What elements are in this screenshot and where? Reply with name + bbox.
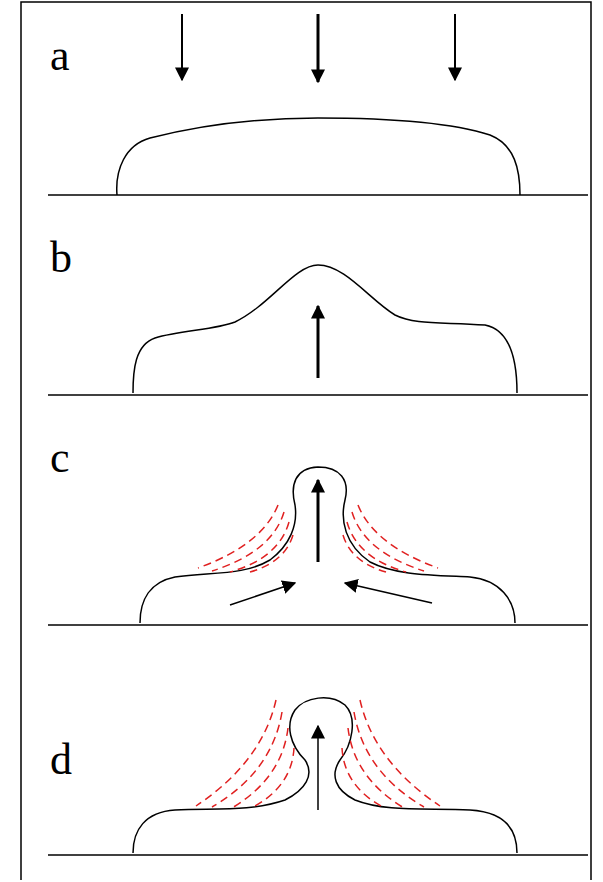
ground-line [48, 394, 588, 396]
diapir-outline [133, 698, 517, 853]
rise-arrow [317, 726, 319, 810]
frame [21, 2, 591, 880]
flow-line [198, 505, 278, 568]
dome-neck-outline [140, 467, 515, 623]
flow-line [343, 535, 386, 572]
flow-line [255, 748, 294, 806]
dome-outline [117, 118, 520, 195]
inflow-arrow [345, 583, 432, 603]
flow-line [347, 522, 406, 572]
ground-line [48, 624, 588, 626]
load-arrow [317, 14, 320, 82]
flow-line [352, 512, 424, 571]
rise-arrow [317, 306, 320, 378]
panel-label: a [50, 34, 70, 78]
panel-label: d [50, 738, 72, 782]
flow-line [212, 512, 284, 571]
panel-label: c [50, 436, 70, 480]
flow-line [358, 505, 438, 568]
flow-line [342, 748, 381, 806]
flow-lines [196, 700, 440, 808]
flow-lines [198, 505, 438, 572]
flow-line [196, 700, 276, 806]
flow-line [250, 535, 293, 572]
flow-line [360, 700, 440, 806]
ground-line [48, 194, 588, 196]
load-arrow [454, 14, 456, 80]
inflow-arrow [230, 583, 295, 605]
load-arrow [181, 14, 183, 80]
bump-outline [133, 265, 517, 393]
flow-line [230, 522, 289, 572]
panel-label: b [50, 236, 72, 280]
ground-line [48, 854, 588, 856]
rise-arrow [317, 480, 320, 562]
